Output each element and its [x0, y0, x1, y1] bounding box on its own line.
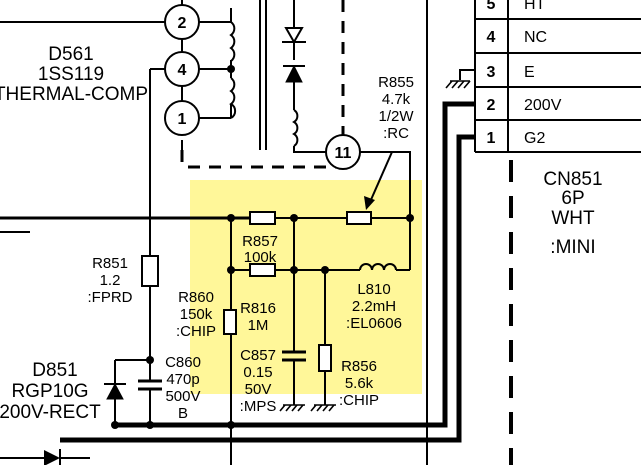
pin-name: HT: [524, 0, 546, 13]
l810-label: 2.2mH: [352, 298, 396, 315]
wire-200v: [115, 101, 475, 428]
c860-label: C860: [165, 354, 201, 371]
wire-g2: [60, 134, 475, 443]
r816-label: R816: [240, 300, 276, 317]
c860-label: B: [178, 405, 188, 422]
c860-label: 470p: [166, 371, 199, 388]
r816-label: 1M: [248, 317, 269, 334]
c857-label: C857: [240, 347, 276, 364]
pin-number: 5: [487, 0, 496, 13]
r851-resistor: [141, 255, 159, 287]
c860-label: 500V: [165, 388, 200, 405]
r857-resistor: [249, 211, 276, 225]
connector-label: :MINI: [550, 237, 595, 258]
pin-name: NC: [524, 29, 547, 46]
pin-name: G2: [524, 130, 545, 147]
r860-label: :CHIP: [176, 323, 216, 340]
r851-label: R851: [92, 255, 128, 272]
r856-resistor: [318, 344, 332, 372]
r856-label: R856: [341, 358, 377, 375]
connector-cn851: 5 HT 4 NC 3 E 2 200V 1 G2 CN851 6P WHT :…: [474, 0, 641, 258]
node-11: 11: [325, 134, 361, 170]
r856-label: :CHIP: [339, 392, 379, 409]
pin-number: 3: [487, 64, 496, 81]
r816-resistor: [223, 309, 237, 335]
svg-text:11: 11: [335, 145, 352, 162]
r851-label: 1.2: [100, 272, 121, 289]
pin-name: 200V: [524, 97, 562, 114]
svg-text:4: 4: [178, 62, 187, 79]
d561-label: THERMAL-COMP: [0, 84, 148, 105]
c857-label: 0.15: [243, 364, 272, 381]
node-2: 2: [164, 4, 200, 40]
d851-label: RGP10G: [11, 381, 88, 402]
node-1: 1: [164, 100, 200, 136]
r856-label: 5.6k: [345, 375, 374, 392]
r857-label: 100k: [244, 249, 277, 266]
transformer-coil: [229, 77, 237, 119]
ground-symbol: [279, 404, 305, 412]
r855-label: :RC: [383, 125, 409, 142]
r860-label: 150k: [180, 306, 213, 323]
d851-diode: [106, 382, 124, 400]
r860-label: R860: [178, 289, 214, 306]
r855-label: 1/2W: [378, 108, 414, 125]
diode-symbol: [285, 64, 303, 83]
c857-label: :MPS: [240, 398, 277, 415]
svg-text:1: 1: [178, 111, 187, 128]
r855-resistor: [346, 211, 372, 225]
ground-symbol: [445, 69, 475, 89]
r857-label: R857: [242, 233, 278, 250]
diode-symbol: [284, 27, 304, 45]
d561-label: D561: [48, 44, 93, 65]
d561-label: 1SS119: [38, 64, 104, 85]
diode-arrow: [44, 450, 60, 465]
svg-text:2: 2: [178, 15, 187, 32]
l810-label: L810: [357, 281, 390, 298]
ground-symbol: [310, 404, 336, 412]
d851-label: 200V-RECT: [0, 402, 101, 423]
connector-label: CN851: [543, 169, 602, 190]
pin-number: 1: [487, 130, 496, 147]
node-4: 4: [164, 51, 200, 87]
r855-label: R855: [378, 74, 414, 91]
resistor: [249, 263, 276, 277]
connector-label: 6P: [561, 188, 584, 209]
l810-inductor: [359, 263, 397, 271]
transformer-coil: [229, 21, 236, 62]
pin-number: 4: [487, 29, 496, 46]
d851-label: D851: [32, 360, 77, 381]
pin-number: 2: [487, 97, 496, 114]
r851-label: :FPRD: [88, 289, 133, 306]
pin-name: E: [524, 64, 535, 81]
l810-label: :EL0606: [346, 315, 402, 332]
connector-label: WHT: [551, 208, 595, 229]
inductor-coil: [292, 109, 299, 147]
c857-label: 50V: [245, 381, 272, 398]
r855-label: 4.7k: [382, 91, 411, 108]
